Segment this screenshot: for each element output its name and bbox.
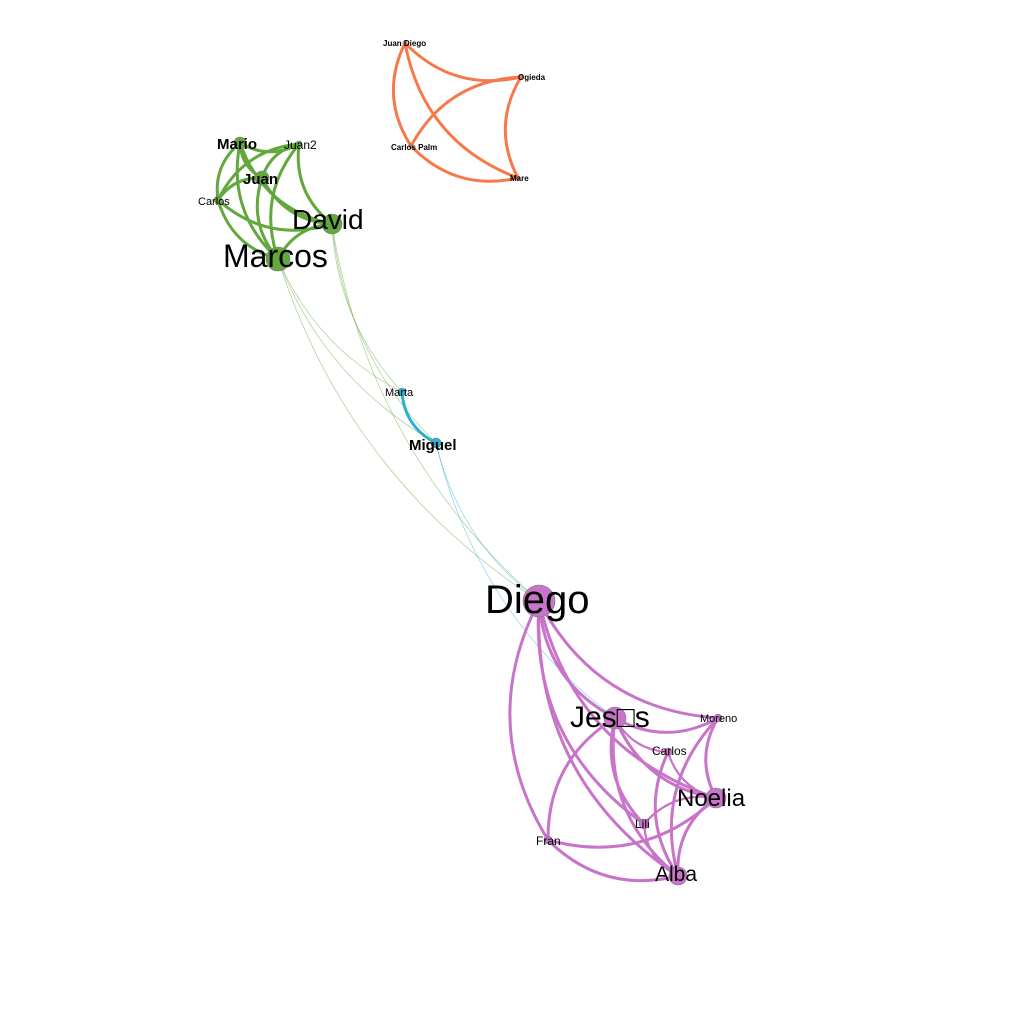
node-label-juandiego: Juan Diego bbox=[383, 39, 426, 48]
edge-moreno-alba bbox=[669, 716, 720, 877]
edge-carlos_p-alba bbox=[653, 751, 680, 877]
node-label-mario: Mario bbox=[217, 136, 257, 153]
edge-marta-miguel bbox=[400, 391, 437, 445]
edge-jesus-fran bbox=[546, 716, 616, 841]
node-carlos_p[interactable] bbox=[663, 747, 673, 757]
node-carlospalm[interactable] bbox=[408, 143, 414, 149]
node-alba[interactable] bbox=[668, 866, 688, 886]
edge-fran-alba bbox=[546, 838, 679, 883]
edge-layer bbox=[215, 41, 720, 883]
node-jesus[interactable] bbox=[603, 706, 627, 730]
edge-ogieda-carlospalm bbox=[409, 75, 522, 147]
node-label-moreno: Moreno bbox=[700, 713, 737, 725]
edge-juan2-carlos_g bbox=[216, 142, 300, 201]
node-carlos_g[interactable] bbox=[213, 195, 223, 205]
node-layer bbox=[213, 40, 727, 886]
edge-marcos-marta bbox=[277, 258, 403, 393]
node-label-carlos_g: Carlos bbox=[198, 196, 230, 208]
edge-marcos-diego bbox=[277, 258, 540, 602]
edge-miguel-diego bbox=[435, 442, 540, 602]
edge-mario-marcos bbox=[235, 142, 280, 261]
edge-juandiego-carlospalm bbox=[391, 42, 413, 147]
edge-carlospalm-mare bbox=[409, 144, 519, 183]
node-label-noelia: Noelia bbox=[677, 785, 746, 812]
node-fran[interactable] bbox=[543, 835, 553, 845]
node-label-mare: Mare bbox=[510, 174, 529, 183]
edge-fran-noelia bbox=[547, 796, 718, 849]
edge-diego-lili bbox=[536, 600, 645, 826]
node-noelia[interactable] bbox=[705, 787, 727, 809]
edge-diego-fran bbox=[508, 600, 550, 841]
node-label-marta: Marta bbox=[385, 387, 414, 399]
node-diego[interactable] bbox=[522, 584, 556, 618]
node-juandiego[interactable] bbox=[402, 40, 408, 46]
node-ogieda[interactable] bbox=[518, 74, 524, 80]
node-mario[interactable] bbox=[233, 136, 247, 150]
edge-jesus-noelia bbox=[613, 717, 717, 800]
edge-david-marta bbox=[331, 223, 403, 393]
edge-juandiego-ogieda bbox=[403, 41, 522, 83]
edge-ogieda-mare bbox=[503, 76, 523, 179]
edge-diego-moreno bbox=[537, 600, 719, 720]
node-label-juan: Juan bbox=[243, 171, 278, 188]
edge-miguel-jesus bbox=[435, 442, 616, 719]
edge-juandiego-mare bbox=[403, 42, 519, 180]
edge-david-miguel bbox=[331, 223, 437, 444]
node-label-carlospalm: Carlos Palm bbox=[391, 143, 437, 152]
node-label-juan2: Juan2 bbox=[284, 138, 317, 152]
node-label-lili: Lili bbox=[635, 817, 650, 831]
node-label-alba: Alba bbox=[655, 863, 697, 886]
edge-diego-jesus bbox=[537, 600, 616, 720]
edge-mario-carlos_g bbox=[215, 141, 241, 201]
node-label-diego: Diego bbox=[485, 578, 590, 622]
node-label-david: David bbox=[292, 204, 364, 235]
node-label-miguel: Miguel bbox=[409, 437, 457, 454]
edge-david-diego bbox=[331, 223, 540, 602]
edge-marcos-miguel bbox=[277, 258, 437, 444]
node-miguel[interactable] bbox=[430, 437, 442, 449]
node-label-marcos: Marcos bbox=[223, 238, 328, 274]
node-moreno[interactable] bbox=[713, 713, 723, 723]
node-label-carlos_p: Carlos bbox=[652, 744, 687, 758]
node-label-fran: Fran bbox=[536, 834, 561, 848]
node-label-ogieda: Ogieda bbox=[518, 73, 546, 82]
node-lili[interactable] bbox=[638, 818, 650, 830]
node-marta[interactable] bbox=[397, 387, 407, 397]
node-juan2[interactable] bbox=[295, 140, 303, 148]
edge-jesus-alba bbox=[611, 717, 679, 878]
node-marcos[interactable] bbox=[265, 246, 291, 272]
node-david[interactable] bbox=[321, 213, 343, 235]
edge-jesus-moreno bbox=[614, 716, 719, 734]
node-mare[interactable] bbox=[515, 175, 521, 181]
node-label-jesus: Jes□s bbox=[570, 701, 650, 734]
node-juan[interactable] bbox=[254, 170, 270, 186]
edge-juan2-marcos bbox=[269, 143, 301, 260]
edge-diego-noelia bbox=[537, 600, 717, 800]
